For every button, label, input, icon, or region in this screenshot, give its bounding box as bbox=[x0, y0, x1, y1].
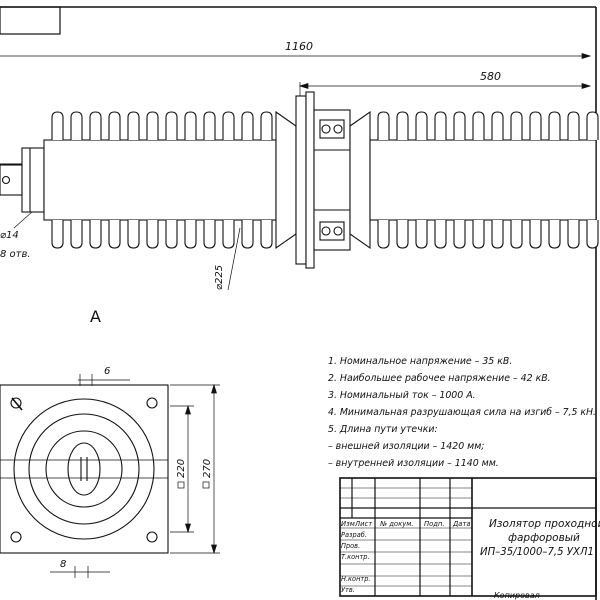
porcelain-shed bbox=[377, 111, 390, 249]
drawing-title: Изолятор проходной фарфоровый ИП–35/1000… bbox=[480, 518, 600, 558]
porcelain-shed bbox=[586, 111, 599, 249]
note-line: – внутренней изоляции – 1140 мм. bbox=[328, 458, 499, 469]
porcelain-shed bbox=[165, 111, 178, 249]
porcelain-shed bbox=[203, 111, 216, 249]
porcelain-shed bbox=[434, 111, 447, 249]
flange-dim-270: 270 bbox=[202, 459, 213, 478]
porcelain-shed bbox=[396, 111, 409, 249]
note-line: 1. Номинальное напряжение – 35 кВ. bbox=[328, 356, 512, 367]
title-block-row-label: Разраб. bbox=[341, 531, 367, 539]
porcelain-shed bbox=[415, 111, 428, 249]
technical-notes: 1. Номинальное напряжение – 35 кВ. 2. На… bbox=[328, 356, 596, 469]
dimension-half-length-label: 580 bbox=[480, 70, 501, 83]
title-block-header: Дата bbox=[452, 520, 471, 528]
title-block-row-label: Пров. bbox=[341, 542, 360, 550]
porcelain-shed bbox=[453, 111, 466, 249]
flange-dimensions bbox=[50, 374, 220, 578]
porcelain-shed bbox=[70, 111, 83, 249]
sheds-right bbox=[377, 111, 599, 249]
porcelain-shed bbox=[548, 111, 561, 249]
porcelain-shed bbox=[108, 111, 121, 249]
title-block-header: Подп. bbox=[424, 520, 445, 528]
note-line: 4. Минимальная разрушающая сила на изгиб… bbox=[328, 407, 596, 418]
flange-dim-6: 6 bbox=[104, 366, 110, 377]
porcelain-shed bbox=[260, 111, 273, 249]
porcelain-shed bbox=[567, 111, 580, 249]
drawing-title-line: Изолятор проходной bbox=[489, 518, 600, 530]
copy-label: Копировал bbox=[494, 591, 540, 600]
dimension-total-length bbox=[0, 53, 592, 59]
title-block bbox=[339, 477, 597, 597]
porcelain-shed bbox=[127, 111, 140, 249]
porcelain-shed bbox=[510, 111, 523, 249]
drawing-title-line: ИП–35/1000–7,5 УХЛ1 bbox=[480, 546, 594, 558]
flange-dim-8: 8 bbox=[60, 559, 66, 570]
shed-diameter-label: ⌀225 bbox=[214, 265, 225, 290]
note-line: 2. Наибольшее рабочее напряжение – 42 кВ… bbox=[328, 373, 551, 384]
porcelain-shed bbox=[184, 111, 197, 249]
title-block-row-label: Утв. bbox=[341, 586, 355, 594]
title-block-header: Лист bbox=[354, 520, 373, 528]
note-line: 5. Длина пути утечки: bbox=[328, 424, 438, 435]
sheds-left bbox=[51, 111, 273, 249]
flange-front-view bbox=[0, 384, 169, 554]
note-line: 3. Номинальный ток – 1000 А. bbox=[328, 390, 476, 401]
view-label: A bbox=[90, 307, 101, 326]
porcelain-shed bbox=[222, 111, 235, 249]
porcelain-shed bbox=[472, 111, 485, 249]
insulator-side-view bbox=[0, 91, 599, 269]
title-block-row-label: Н.контр. bbox=[341, 575, 371, 583]
title-block-headers: Изм Лист № докум. Подп. Дата bbox=[341, 520, 471, 528]
drawing-title-line: фарфоровый bbox=[508, 532, 580, 544]
holes-count-label: 8 отв. bbox=[0, 249, 31, 260]
porcelain-shed bbox=[146, 111, 159, 249]
leader-lines bbox=[13, 211, 241, 291]
porcelain-shed bbox=[529, 111, 542, 249]
porcelain-shed bbox=[491, 111, 504, 249]
flange-dim-220: 220 bbox=[176, 459, 187, 478]
dimension-total-length-label: 1160 bbox=[285, 40, 313, 53]
porcelain-shed bbox=[51, 111, 64, 249]
dimension-half-length bbox=[298, 82, 592, 110]
hole-diameter-label: ⌀14 bbox=[0, 230, 19, 241]
title-block-header: № докум. bbox=[379, 520, 414, 528]
title-block-rows: Разраб. Пров. Т.контр. Н.контр. Утв. bbox=[341, 531, 371, 594]
title-block-row-label: Т.контр. bbox=[341, 553, 370, 561]
title-block-header: Изм bbox=[341, 520, 355, 528]
note-line: – внешней изоляции – 1420 мм; bbox=[328, 441, 484, 452]
porcelain-shed bbox=[241, 111, 254, 249]
porcelain-shed bbox=[89, 111, 102, 249]
